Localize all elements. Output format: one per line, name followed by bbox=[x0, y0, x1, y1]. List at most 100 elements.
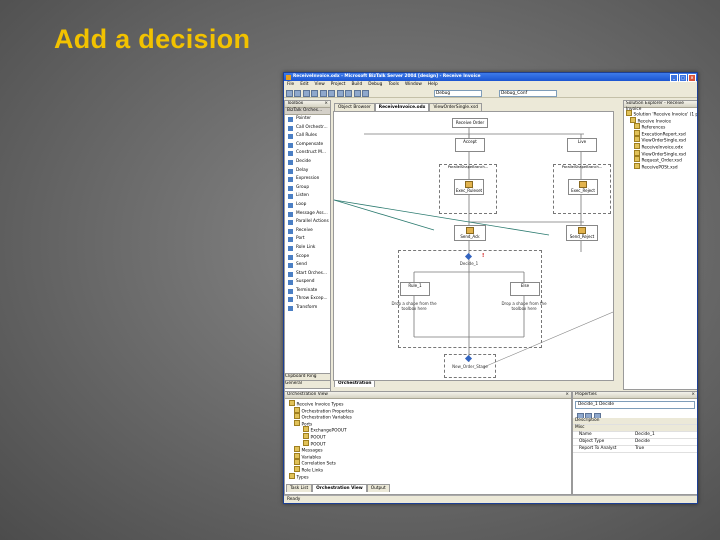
toolbox-tab-general[interactable]: General bbox=[284, 380, 331, 389]
menu-file[interactable]: File bbox=[287, 82, 295, 87]
window-titlebar[interactable]: ReceiveInvoice.odx - Microsoft BizTalk S… bbox=[284, 73, 697, 82]
menu-edit[interactable]: Edit bbox=[300, 82, 309, 87]
orchestration-view-item[interactable]: POOUT bbox=[289, 432, 571, 440]
toolbox-item[interactable]: Parallel Actions bbox=[285, 218, 330, 227]
orchestration-view-item[interactable]: Orchestration Variables bbox=[289, 413, 571, 421]
start-icon[interactable] bbox=[362, 90, 369, 97]
tab-view-order[interactable]: ViewOrderSingle.xsd bbox=[429, 103, 482, 111]
toolbox-item[interactable]: Expression bbox=[285, 175, 330, 184]
solution-item[interactable]: References bbox=[624, 123, 697, 131]
toolbox-item[interactable]: Loop bbox=[285, 201, 330, 210]
open-icon[interactable] bbox=[294, 90, 301, 97]
orchestration-view-item[interactable]: Correlation Sets bbox=[289, 459, 571, 467]
close-icon[interactable]: × bbox=[565, 392, 569, 397]
orchestration-view-item[interactable]: Types bbox=[289, 472, 571, 480]
toolbox-item[interactable]: Listen bbox=[285, 192, 330, 201]
orchestration-view-item[interactable]: Receive Invoice Types bbox=[289, 400, 571, 408]
toolbox-item[interactable]: Send bbox=[285, 261, 330, 270]
property-value[interactable]: Decide bbox=[635, 439, 650, 444]
paste-icon[interactable] bbox=[336, 90, 344, 97]
tab-receive-invoice[interactable]: ReceiveInvoice.odx bbox=[374, 103, 430, 111]
exec-reject-shape[interactable]: Exec_Reject bbox=[568, 179, 598, 195]
end-group-shape[interactable]: New_Order_Stage bbox=[444, 354, 496, 378]
orchestration-view-item[interactable]: Orchestration Properties bbox=[289, 406, 571, 414]
toolbox-item[interactable]: Start Orches... bbox=[285, 270, 330, 279]
decide-shape[interactable] bbox=[398, 250, 542, 348]
tab-orchestration-view[interactable]: Orchestration View bbox=[312, 484, 367, 492]
solution-item[interactable]: ReceiveInvoice.odx bbox=[624, 142, 697, 150]
solution-item[interactable]: Receive Invoice bbox=[624, 116, 697, 124]
toolbox-item[interactable]: Call Rules bbox=[285, 132, 330, 141]
toolbox-item[interactable]: Call Orchestr... bbox=[285, 124, 330, 133]
close-icon[interactable]: × bbox=[324, 101, 328, 106]
close-icon[interactable]: × bbox=[691, 392, 695, 397]
toolbox-item[interactable]: Receive bbox=[285, 227, 330, 236]
toolbox-item[interactable]: Pointer bbox=[285, 115, 330, 124]
solution-item[interactable]: ExecutionReport.xsd bbox=[624, 129, 697, 137]
tab-task-list[interactable]: Task List bbox=[286, 484, 313, 492]
solution-item[interactable]: ReceivePOSt.xsd bbox=[624, 162, 697, 170]
orchestration-view-item[interactable]: Messages bbox=[289, 446, 571, 454]
solution-item[interactable]: ViewOrderSingle.xsd bbox=[624, 136, 697, 144]
else-branch-shape[interactable]: Else bbox=[510, 282, 540, 296]
menu-debug[interactable]: Debug bbox=[368, 82, 383, 87]
maximize-button[interactable]: □ bbox=[679, 74, 687, 82]
minimize-button[interactable]: _ bbox=[670, 74, 678, 82]
copy-icon[interactable] bbox=[328, 90, 335, 97]
orchestration-canvas[interactable]: Receive Order Accept Live ParallelShapeB… bbox=[333, 111, 614, 381]
toolbox-item[interactable]: Message Ass... bbox=[285, 210, 330, 219]
solution-item[interactable]: Request_Order.xsd bbox=[624, 156, 697, 164]
accept-shape[interactable]: Accept bbox=[455, 138, 485, 152]
toolbox-item[interactable]: Suspend bbox=[285, 278, 330, 287]
toolbox-section[interactable]: BizTalk Orches... bbox=[285, 108, 330, 115]
menu-help[interactable]: Help bbox=[427, 82, 438, 87]
menu-view[interactable]: View bbox=[314, 82, 325, 87]
send-ack-shape[interactable]: Send_Ack bbox=[454, 225, 486, 241]
exec-ruleset-shape[interactable]: Exec_Ruleset bbox=[454, 179, 484, 195]
toolbox-item[interactable]: Compensate bbox=[285, 141, 330, 150]
toolbox-item[interactable]: Scope bbox=[285, 253, 330, 262]
receive-order-shape[interactable]: Receive Order bbox=[452, 118, 488, 128]
toolbox-item[interactable]: Transform bbox=[285, 304, 330, 313]
live-shape[interactable]: Live bbox=[567, 138, 597, 152]
undo-icon[interactable] bbox=[345, 90, 352, 97]
cut-icon[interactable] bbox=[319, 90, 327, 97]
menu-build[interactable]: Build bbox=[351, 82, 363, 87]
config-dropdown[interactable]: Debug bbox=[434, 89, 482, 97]
orchestration-view-item[interactable]: Ports bbox=[289, 419, 571, 427]
solution-item[interactable]: ViewOrderSingle.xsd bbox=[624, 149, 697, 157]
menu-project[interactable]: Project bbox=[330, 82, 346, 87]
close-button[interactable]: × bbox=[688, 74, 696, 82]
orchestration-view-item[interactable]: Variables bbox=[289, 452, 571, 460]
toolbox-item[interactable]: Role Link bbox=[285, 244, 330, 253]
toolbox-item[interactable]: Delay bbox=[285, 167, 330, 176]
toolbox-item[interactable]: Terminate bbox=[285, 287, 330, 296]
toolbox-item[interactable]: Group bbox=[285, 184, 330, 193]
menu-window[interactable]: Window bbox=[404, 82, 422, 87]
toolbox-item[interactable]: Construct M... bbox=[285, 149, 330, 158]
orchestration-view-item[interactable]: Role Links bbox=[289, 465, 571, 473]
parallel-branch-left[interactable]: ParallelShapeBranch... Exec_Ruleset bbox=[439, 164, 497, 214]
toolbox-item[interactable]: Port bbox=[285, 235, 330, 244]
drop-zone-left[interactable]: Drop a shape from the toolbox here bbox=[391, 301, 437, 311]
rule-branch-shape[interactable]: Rule_1 bbox=[400, 282, 430, 296]
parallel-branch-right[interactable]: ParallelShapeBranch... Exec_Reject bbox=[553, 164, 611, 214]
property-value[interactable]: Decide_1 bbox=[635, 432, 655, 437]
orchestration-view-item[interactable]: POOUT bbox=[289, 439, 571, 447]
toolbox-item[interactable]: Decide bbox=[285, 158, 330, 167]
tab-object-browser[interactable]: Object Browser bbox=[334, 103, 375, 111]
tab-output[interactable]: Output bbox=[366, 484, 390, 492]
menu-tools[interactable]: Tools bbox=[388, 82, 399, 87]
drop-zone-right[interactable]: Drop a shape from the toolbox here bbox=[501, 301, 547, 311]
save-all-icon[interactable] bbox=[311, 90, 318, 97]
orchestration-view-item[interactable]: ExchangePOOUT bbox=[289, 426, 571, 434]
platform-dropdown[interactable]: Debug_Conf bbox=[499, 89, 557, 97]
send-reject-shape[interactable]: Send_Reject bbox=[566, 225, 598, 241]
solution-item[interactable]: Solution 'Receive Invoice' (1 project) bbox=[624, 110, 697, 118]
redo-icon[interactable] bbox=[353, 90, 361, 97]
toolbox-item[interactable]: Throw Excep... bbox=[285, 295, 330, 304]
new-project-icon[interactable] bbox=[285, 90, 293, 97]
